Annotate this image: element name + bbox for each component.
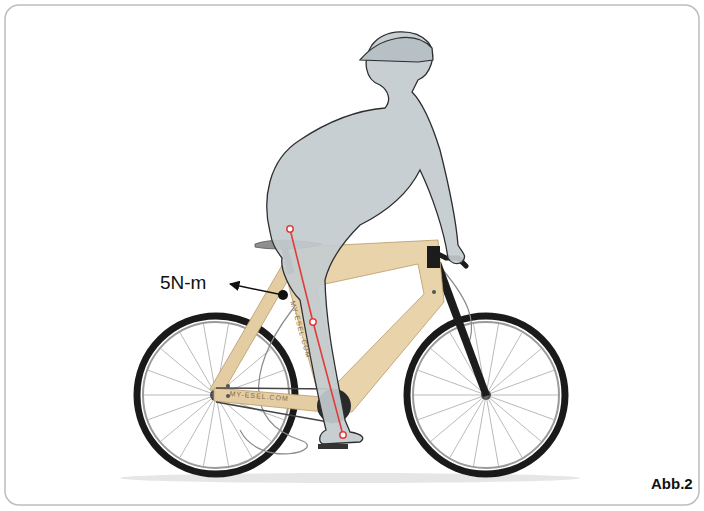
pedal [318, 444, 348, 449]
spoke [418, 395, 486, 420]
callout-arrow [230, 284, 283, 295]
torque-value: 5N-m [160, 273, 206, 292]
spoke [148, 370, 216, 395]
spoke [486, 395, 558, 396]
chain-stay [214, 388, 334, 413]
helmet [360, 38, 433, 62]
spoke [414, 395, 486, 396]
spoke [486, 395, 541, 441]
spoke [161, 395, 216, 441]
spoke [161, 349, 216, 395]
spoke [144, 395, 216, 396]
spoke [450, 395, 486, 457]
spoke [486, 395, 499, 466]
spoke [486, 370, 554, 395]
border-frame [5, 5, 699, 505]
spoke [486, 333, 522, 395]
spoke [486, 349, 541, 395]
joint-marker [340, 432, 346, 438]
rider-silhouette [267, 32, 465, 444]
spoke [216, 395, 229, 466]
spoke [486, 395, 554, 420]
leg-measure-line [290, 229, 343, 435]
seat-stay [210, 262, 296, 394]
ground-shadow [120, 473, 580, 483]
chain [216, 388, 334, 423]
joint-marker [287, 226, 293, 232]
spoke [431, 395, 486, 441]
clamp-dot [278, 290, 288, 300]
frame-bolt [432, 290, 436, 294]
spoke [180, 395, 216, 457]
figure-number: Abb.2 [651, 476, 693, 491]
joint-marker [310, 319, 316, 325]
spoke [148, 395, 216, 420]
